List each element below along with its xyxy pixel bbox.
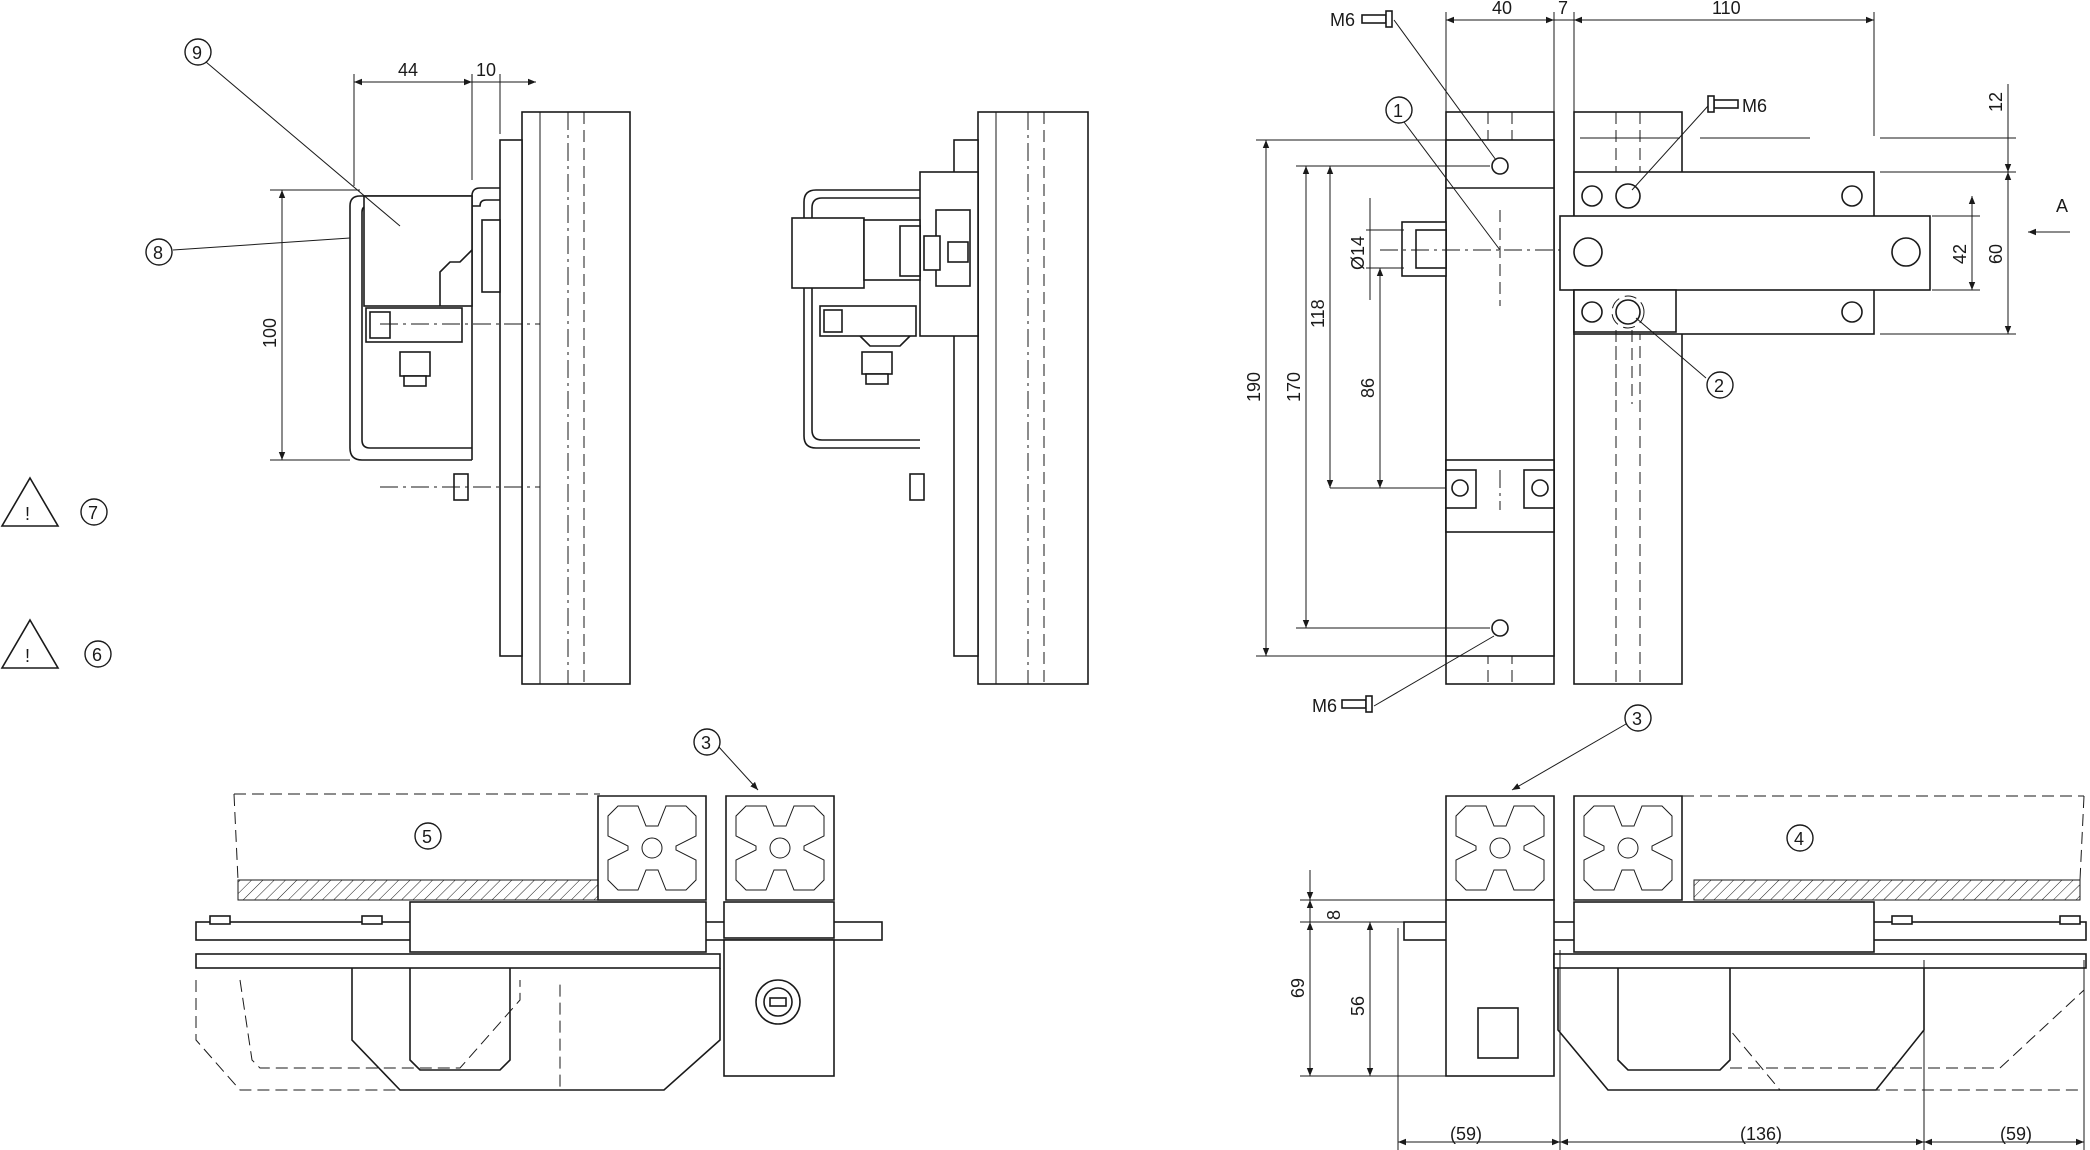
side-view-left: 44 10 100 9 8 (145, 38, 631, 685)
warning-icon: ! (0, 476, 60, 527)
callout-8: 8 (153, 243, 163, 263)
dim-12: 12 (1986, 92, 2006, 112)
view-a-label: A (2056, 196, 2068, 216)
dim-40: 40 (1492, 0, 1512, 18)
side-view-middle (791, 111, 1089, 685)
dim-44: 44 (398, 60, 418, 80)
callout-9: 9 (192, 43, 202, 63)
front-view-right: 40 7 110 12 42 60 A 190 170 118 86 Ø (1244, 0, 2070, 716)
callout-2: 2 (1714, 376, 1724, 396)
dim-110: 110 (1712, 0, 1741, 18)
dim-136: (136) (1740, 1124, 1782, 1144)
m6-right-label: M6 (1742, 96, 1767, 116)
dim-60: 60 (1986, 244, 2006, 264)
screw-icon (1341, 695, 1373, 713)
profile-section (1573, 795, 1683, 901)
dim-59-right: (59) (2000, 1124, 2032, 1144)
dim-59-left: (59) (1450, 1124, 1482, 1144)
warning-icon: ! (0, 618, 60, 669)
dim-118: 118 (1308, 299, 1328, 328)
dim-100: 100 (260, 318, 280, 348)
screw-icon (1707, 95, 1739, 113)
profile-section (597, 795, 707, 901)
dim-190: 190 (1244, 372, 1264, 402)
callout-5: 5 (422, 827, 432, 847)
dim-86: 86 (1358, 378, 1378, 398)
callout-4: 4 (1794, 829, 1804, 849)
warning-symbol-1: ! (25, 504, 30, 524)
warning-symbol-2: ! (25, 646, 30, 666)
dim-8: 8 (1324, 910, 1344, 920)
callout-6: 6 (92, 645, 102, 665)
callout-7: 7 (88, 503, 98, 523)
dim-170: 170 (1284, 372, 1304, 402)
screw-icon (1361, 10, 1393, 28)
dim-42: 42 (1950, 244, 1970, 264)
m6-bottom-label: M6 (1312, 696, 1337, 716)
dim-69: 69 (1288, 978, 1308, 998)
dim-56: 56 (1348, 996, 1368, 1016)
callout-3-right: 3 (1632, 709, 1642, 729)
dim-diameter-14: Ø14 (1348, 236, 1368, 270)
callout-3-left: 3 (701, 733, 711, 753)
dim-7: 7 (1558, 0, 1568, 18)
profile-section (725, 795, 835, 901)
m6-top-label: M6 (1330, 10, 1355, 30)
plan-view-right: 4 3 8 69 56 (59) (136) (59) (1288, 704, 2087, 1150)
profile-section (1445, 795, 1555, 901)
callout-1: 1 (1393, 101, 1403, 121)
dim-10: 10 (476, 60, 496, 80)
plan-view-left: 5 3 (195, 728, 883, 1091)
